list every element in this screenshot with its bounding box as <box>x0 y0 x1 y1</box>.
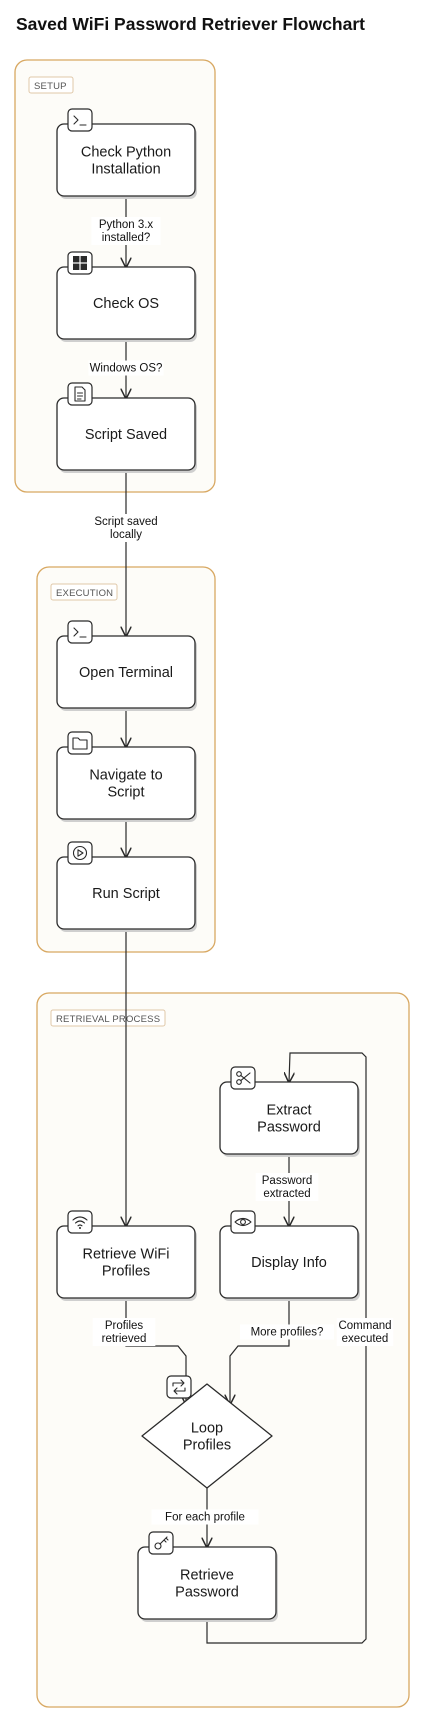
terminal-icon <box>67 108 93 132</box>
node-retrieve_profiles-label: Retrieve WiFi <box>82 1247 169 1263</box>
edge-retrieve_password-to-extract_password <box>206 1052 367 1644</box>
edge-label-text: For each profile <box>165 1512 245 1524</box>
node-open_terminal-label: Open Terminal <box>79 665 173 681</box>
node-loop_profiles-label: Profiles <box>183 1438 231 1454</box>
node-display_info-box <box>219 1225 359 1299</box>
node-display_info-label: Display Info <box>251 1255 327 1271</box>
edge-label-text: extracted <box>263 1188 310 1200</box>
key-icon <box>148 1531 174 1555</box>
node-navigate-box <box>56 746 196 820</box>
node-run_script-label: Run Script <box>92 886 160 902</box>
page-title: Saved WiFi Password Retriever Flowchart <box>16 14 365 34</box>
node-script_saved[interactable]: Script Saved <box>56 382 197 473</box>
node-extract_password-label: Password <box>257 1120 321 1136</box>
edge-label-text: Profiles <box>105 1320 144 1332</box>
node-navigate-label: Navigate to <box>89 768 162 784</box>
group-setup-tag <box>28 76 74 94</box>
edges-layer <box>126 196 367 1644</box>
repeat-icon <box>166 1375 192 1399</box>
edge-label-display_info-to-loop_profiles: More profiles? <box>239 1324 335 1340</box>
node-check_os[interactable]: Check OS <box>56 251 197 342</box>
node-script_saved-label: Script Saved <box>85 427 167 443</box>
group-retrieval-box <box>36 992 410 1708</box>
node-check_python-box <box>56 123 196 197</box>
group-setup-label: SETUP <box>34 81 67 92</box>
node-check_python-label: Installation <box>91 162 160 178</box>
node-navigate-label: Script <box>107 785 144 801</box>
edge-label-text: retrieved <box>102 1333 147 1345</box>
edge-label-text: Password <box>262 1175 313 1187</box>
node-script_saved-box <box>56 397 196 471</box>
group-retrieval-label: RETRIEVAL PROCESS <box>56 1014 160 1025</box>
edge-label-loop_profiles-to-retrieve_password: For each profile <box>151 1509 259 1525</box>
folder-icon <box>67 731 93 755</box>
node-retrieve_password-label: Password <box>175 1585 239 1601</box>
node-open_terminal-box <box>56 635 196 709</box>
node-extract_password-label: Extract <box>266 1103 311 1119</box>
node-display_info[interactable]: Display Info <box>219 1210 360 1301</box>
node-run_script-box <box>56 856 196 930</box>
node-run_script[interactable]: Run Script <box>56 841 197 932</box>
group-execution-label: EXECUTION <box>56 588 113 599</box>
node-check_os-box <box>56 266 196 340</box>
edge-label-check_os-to-script_saved: Windows OS? <box>88 360 164 376</box>
node-check_os-label: Check OS <box>93 296 159 312</box>
edge-label-text: Command <box>338 1320 391 1332</box>
edge-label-text: More profiles? <box>251 1327 324 1339</box>
node-loop_profiles-shape <box>141 1383 273 1489</box>
node-retrieve_profiles-label: Profiles <box>102 1264 150 1280</box>
group-execution-tag <box>50 583 118 601</box>
node-retrieve_password-label: Retrieve <box>180 1568 234 1584</box>
edge-label-text: locally <box>110 529 142 541</box>
terminal-icon <box>67 620 93 644</box>
group-retrieval: RETRIEVAL PROCESS <box>36 992 410 1708</box>
node-retrieve_profiles-box <box>56 1225 196 1299</box>
edge-label-text: Script saved <box>94 516 157 528</box>
wifi-icon <box>67 1210 93 1234</box>
edge-label-text: Python 3.x <box>99 219 154 231</box>
edge-label-text: installed? <box>102 232 151 244</box>
node-open_terminal[interactable]: Open Terminal <box>56 620 197 711</box>
play-icon <box>67 841 93 865</box>
eye-icon <box>230 1210 256 1234</box>
node-retrieve_password-box <box>137 1546 277 1620</box>
file-icon <box>67 382 93 406</box>
edge-label-text: executed <box>342 1333 389 1345</box>
scissors-icon <box>230 1066 256 1090</box>
edge-label-text: Windows OS? <box>90 363 163 375</box>
node-check_python-label: Check Python <box>81 145 171 161</box>
windows-icon <box>67 251 93 275</box>
group-retrieval-tag <box>50 1009 166 1027</box>
node-loop_profiles-label: Loop <box>191 1421 223 1437</box>
node-extract_password-box <box>219 1081 359 1155</box>
